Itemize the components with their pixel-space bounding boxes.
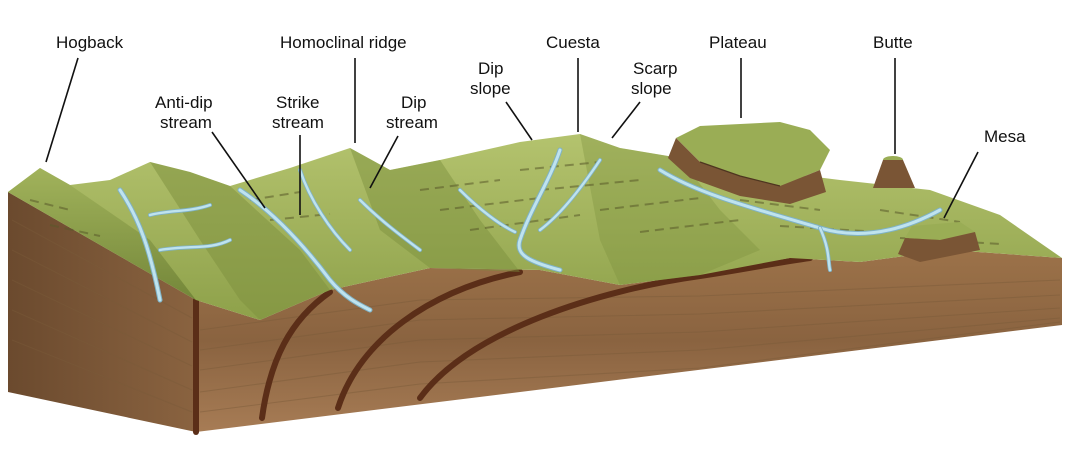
- label-dip-stream-1: Dip: [401, 93, 427, 112]
- label-homoclinal-ridge: Homoclinal ridge: [280, 33, 407, 52]
- label-strike-stream-2: stream: [272, 113, 324, 132]
- label-mesa: Mesa: [984, 127, 1026, 146]
- label-hogback: Hogback: [56, 33, 124, 52]
- leader-scarp-slope: [612, 102, 640, 138]
- label-dip-slope-1: Dip: [478, 59, 504, 78]
- label-cuesta: Cuesta: [546, 33, 600, 52]
- label-strike-stream-1: Strike: [276, 93, 319, 112]
- label-anti-dip-stream-1: Anti-dip: [155, 93, 213, 112]
- leader-dip-slope: [506, 102, 532, 140]
- label-scarp-slope-2: slope: [631, 79, 672, 98]
- label-dip-slope-2: slope: [470, 79, 511, 98]
- label-plateau: Plateau: [709, 33, 767, 52]
- label-anti-dip-stream-2: stream: [160, 113, 212, 132]
- label-scarp-slope-1: Scarp: [633, 59, 677, 78]
- label-dip-stream-2: stream: [386, 113, 438, 132]
- leader-hogback: [46, 58, 78, 162]
- butte: [873, 156, 915, 188]
- label-butte: Butte: [873, 33, 913, 52]
